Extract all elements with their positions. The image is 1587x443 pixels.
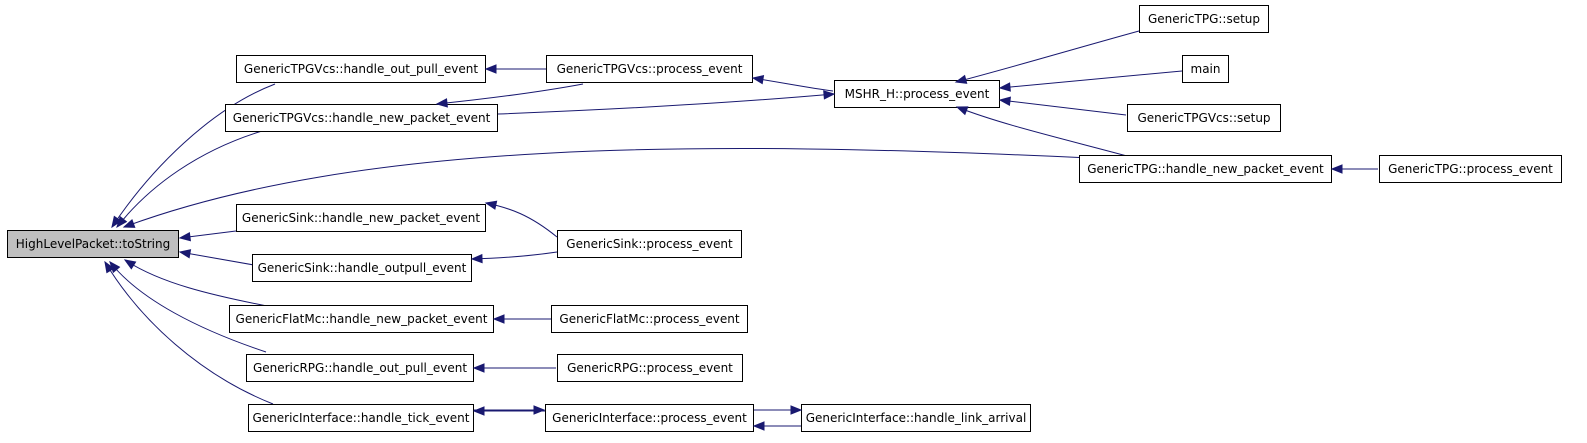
node-mshr-process[interactable]: MSHR_H::process_event xyxy=(834,80,1000,108)
arrowhead xyxy=(472,406,485,416)
arrowhead xyxy=(435,98,448,108)
arrowhead xyxy=(998,82,1011,92)
node-tpgvcs-out-pull[interactable]: GenericTPGVcs::handle_out_pull_event xyxy=(236,55,486,83)
node-tpg-new-packet[interactable]: GenericTPG::handle_new_packet_event xyxy=(1079,155,1332,183)
node-sink-outpull[interactable]: GenericSink::handle_outpull_event xyxy=(252,254,472,282)
node-rpg-process[interactable]: GenericRPG::process_event xyxy=(557,354,743,382)
arrowhead xyxy=(955,106,969,116)
arrowhead xyxy=(178,249,192,259)
edge xyxy=(123,148,1091,228)
edge xyxy=(497,93,835,115)
arrowhead xyxy=(954,74,968,84)
arrowhead xyxy=(998,96,1011,106)
arrowhead xyxy=(752,421,765,431)
arrowhead xyxy=(470,253,483,264)
node-sink-process[interactable]: GenericSink::process_event xyxy=(557,230,742,258)
edge xyxy=(111,83,276,228)
node-tpgvcs-process[interactable]: GenericTPGVcs::process_event xyxy=(546,55,753,83)
arrowhead xyxy=(533,405,546,415)
edge xyxy=(955,30,1140,83)
node-tpgvcs-new-packet[interactable]: GenericTPGVcs::handle_new_packet_event xyxy=(225,104,498,132)
node-tpgvcs-setup[interactable]: GenericTPGVcs::setup xyxy=(1127,104,1281,132)
arrowhead xyxy=(472,363,485,373)
node-rpg-out-pull[interactable]: GenericRPG::handle_out_pull_event xyxy=(246,354,474,382)
node-flatmc-process[interactable]: GenericFlatMc::process_event xyxy=(551,305,748,333)
node-iface-tick[interactable]: GenericInterface::handle_tick_event xyxy=(248,404,474,432)
edge xyxy=(116,130,263,228)
edge xyxy=(436,83,584,105)
node-main[interactable]: main xyxy=(1182,55,1229,83)
node-flatmc-new-packet[interactable]: GenericFlatMc::handle_new_packet_event xyxy=(229,305,494,333)
arrowhead xyxy=(751,75,765,85)
arrowhead xyxy=(122,218,136,228)
node-tpg-process[interactable]: GenericTPG::process_event xyxy=(1379,155,1562,183)
edge xyxy=(956,106,1128,157)
arrowhead xyxy=(178,231,192,242)
arrowhead xyxy=(1330,164,1343,174)
node-root: HighLevelPacket::toString xyxy=(7,230,179,258)
node-iface-process[interactable]: GenericInterface::process_event xyxy=(545,404,754,432)
arrowhead xyxy=(484,200,498,210)
edge xyxy=(999,70,1183,89)
node-tpg-setup[interactable]: GenericTPG::setup xyxy=(1139,5,1269,33)
node-sink-new-packet[interactable]: GenericSink::handle_new_packet_event xyxy=(236,204,486,232)
arrowhead xyxy=(823,90,836,100)
arrowhead xyxy=(116,215,128,229)
edge xyxy=(752,77,834,92)
arrowhead xyxy=(790,405,803,415)
edge xyxy=(999,99,1127,116)
edge xyxy=(124,259,273,308)
arrowhead xyxy=(484,64,497,74)
arrowhead xyxy=(111,215,122,229)
arrowhead xyxy=(123,259,137,270)
arrowhead xyxy=(492,314,505,324)
arrowhead xyxy=(104,260,115,274)
edge xyxy=(109,261,267,353)
edge xyxy=(104,261,274,405)
node-iface-link-arrival[interactable]: GenericInterface::handle_link_arrival xyxy=(801,404,1031,432)
